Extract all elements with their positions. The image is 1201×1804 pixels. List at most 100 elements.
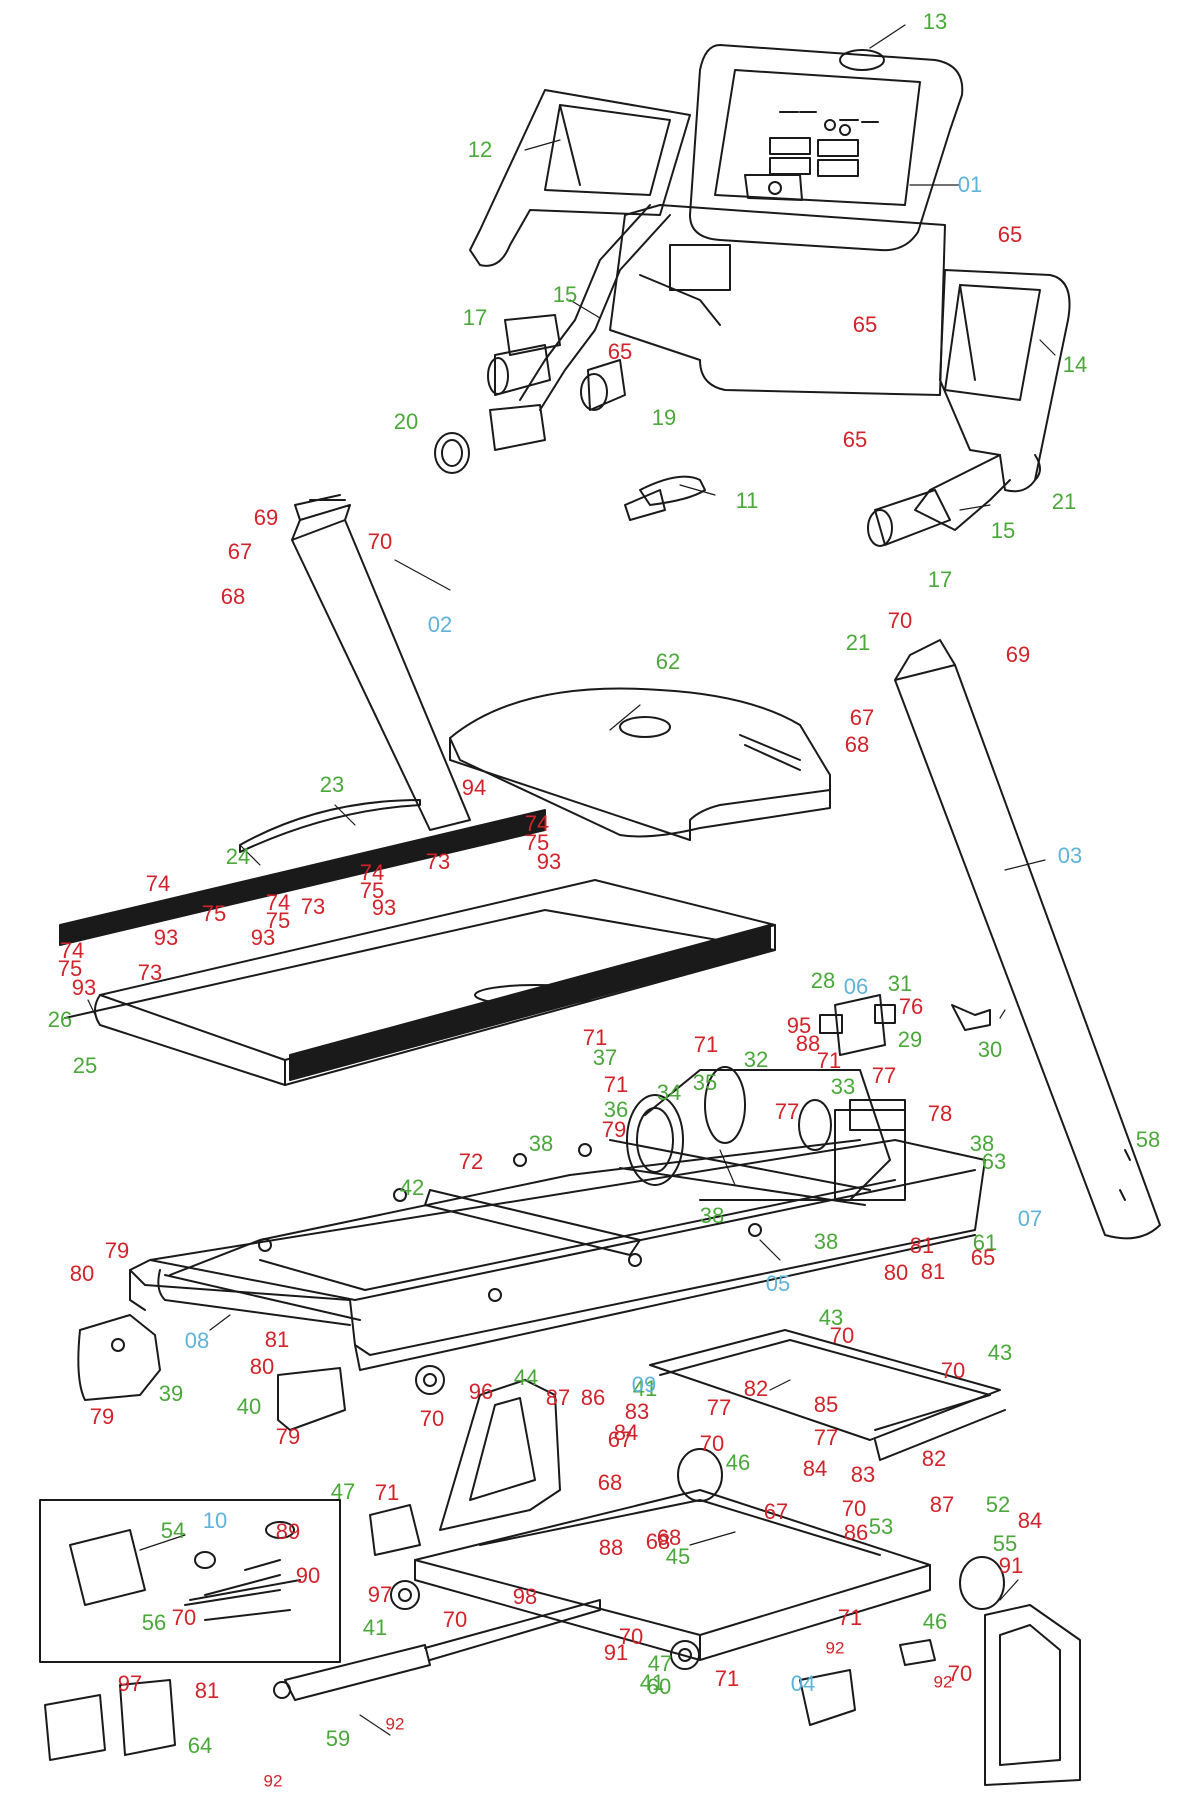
callout-label-82: 82 <box>743 1376 769 1401</box>
callout-label-46: 46 <box>725 1450 751 1475</box>
callout-label-96: 96 <box>468 1379 494 1404</box>
callout-label-29: 29 <box>897 1027 923 1052</box>
callout-label-47: 47 <box>330 1479 356 1504</box>
callout-label-70: 70 <box>947 1661 973 1686</box>
callout-label-65: 65 <box>970 1245 996 1270</box>
callout-label-70: 70 <box>442 1607 468 1632</box>
callout-label-67: 67 <box>763 1499 789 1524</box>
callout-label-53: 53 <box>868 1514 894 1539</box>
callout-label-68: 68 <box>645 1529 671 1554</box>
control-board-bracket <box>819 994 991 1056</box>
callout-label-61: 61 <box>972 1230 998 1255</box>
callout-label-74: 74 <box>145 871 171 896</box>
callout-label-77: 77 <box>706 1395 732 1420</box>
callout-label-81: 81 <box>920 1259 946 1284</box>
callout-label-17: 17 <box>462 305 488 330</box>
callout-label-42: 42 <box>399 1175 425 1200</box>
callout-label-04: 04 <box>790 1671 816 1696</box>
electrical-components <box>44 1639 936 1761</box>
callout-label-84: 84 <box>802 1456 828 1481</box>
callout-label-01: 01 <box>957 172 983 197</box>
leader-lines <box>87 24 1056 1736</box>
callout-label-80: 80 <box>883 1260 909 1285</box>
callout-label-80: 80 <box>69 1261 95 1286</box>
callout-label-86: 86 <box>843 1520 869 1545</box>
callout-label-71: 71 <box>837 1605 863 1630</box>
callout-label-98: 98 <box>512 1584 538 1609</box>
callout-label-38: 38 <box>813 1229 839 1254</box>
callout-label-32: 32 <box>743 1047 769 1072</box>
callout-label-69: 69 <box>253 505 279 530</box>
callout-label-93: 93 <box>153 925 179 950</box>
callout-label-70: 70 <box>699 1431 725 1456</box>
callout-label-92: 92 <box>825 1638 845 1658</box>
callout-label-25: 25 <box>72 1053 98 1078</box>
callout-label-12: 12 <box>467 137 493 162</box>
callout-label-54: 54 <box>160 1518 186 1543</box>
callout-label-41: 41 <box>632 1376 658 1401</box>
callout-label-81: 81 <box>194 1678 220 1703</box>
callout-label-38: 38 <box>969 1131 995 1156</box>
callout-label-34: 34 <box>656 1080 682 1105</box>
callout-label-83: 83 <box>850 1462 876 1487</box>
callout-label-68: 68 <box>844 732 870 757</box>
callout-label-70: 70 <box>829 1323 855 1348</box>
callout-label-87: 87 <box>929 1492 955 1517</box>
callout-label-65: 65 <box>852 312 878 337</box>
callout-label-02: 02 <box>427 612 453 637</box>
callout-label-68: 68 <box>597 1470 623 1495</box>
callout-label-65: 65 <box>842 427 868 452</box>
callout-label-83: 83 <box>624 1399 650 1424</box>
left-handlebar-assembly <box>434 204 671 474</box>
callout-label-71: 71 <box>582 1025 608 1050</box>
callout-label-77: 77 <box>774 1099 800 1124</box>
safety-key <box>624 475 706 521</box>
callout-label-46: 46 <box>922 1609 948 1634</box>
callout-label-19: 19 <box>651 405 677 430</box>
callout-label-41: 41 <box>362 1615 388 1640</box>
callout-label-88: 88 <box>795 1031 821 1056</box>
callout-label-07: 07 <box>1017 1206 1043 1231</box>
callout-label-60: 60 <box>646 1674 672 1699</box>
callout-label-73: 73 <box>137 960 163 985</box>
callout-label-43: 43 <box>818 1305 844 1330</box>
rear-foot-caps <box>369 1504 856 1726</box>
callout-label-79: 79 <box>601 1117 627 1142</box>
incline-frame <box>649 1329 1006 1461</box>
callout-label-71: 71 <box>693 1032 719 1057</box>
callout-label-72: 72 <box>458 1149 484 1174</box>
rear-bracket-right <box>984 1604 1081 1786</box>
callout-label-55: 55 <box>992 1531 1018 1556</box>
callout-label-73: 73 <box>300 894 326 919</box>
callout-label-68: 68 <box>656 1525 682 1550</box>
callout-label-52: 52 <box>985 1492 1011 1517</box>
callout-label-21: 21 <box>1051 489 1077 514</box>
callout-label-69: 69 <box>1005 642 1031 667</box>
main-frame <box>129 1139 986 1371</box>
callout-label-92: 92 <box>263 1771 283 1791</box>
callout-label-77: 77 <box>871 1063 897 1088</box>
callout-label-97: 97 <box>367 1582 393 1607</box>
callout-label-84: 84 <box>613 1420 639 1445</box>
callout-label-82: 82 <box>921 1446 947 1471</box>
callout-label-77: 77 <box>813 1425 839 1450</box>
callout-label-70: 70 <box>887 608 913 633</box>
callout-label-74: 74 <box>265 890 291 915</box>
accessory-inset <box>39 1499 341 1663</box>
callout-label-71: 71 <box>374 1480 400 1505</box>
callout-label-44: 44 <box>513 1365 539 1390</box>
callout-label-10: 10 <box>202 1508 228 1533</box>
callout-label-93: 93 <box>371 895 397 920</box>
callout-label-65: 65 <box>607 339 633 364</box>
callout-label-70: 70 <box>841 1496 867 1521</box>
callout-label-74: 74 <box>524 811 550 836</box>
callout-label-47: 47 <box>647 1651 673 1676</box>
callout-label-73: 73 <box>425 849 451 874</box>
callout-label-71: 71 <box>603 1072 629 1097</box>
callout-label-79: 79 <box>89 1404 115 1429</box>
rear-bracket-left <box>439 1379 561 1531</box>
callout-label-65: 65 <box>997 222 1023 247</box>
callout-label-67: 67 <box>607 1427 633 1452</box>
callout-label-93: 93 <box>536 849 562 874</box>
